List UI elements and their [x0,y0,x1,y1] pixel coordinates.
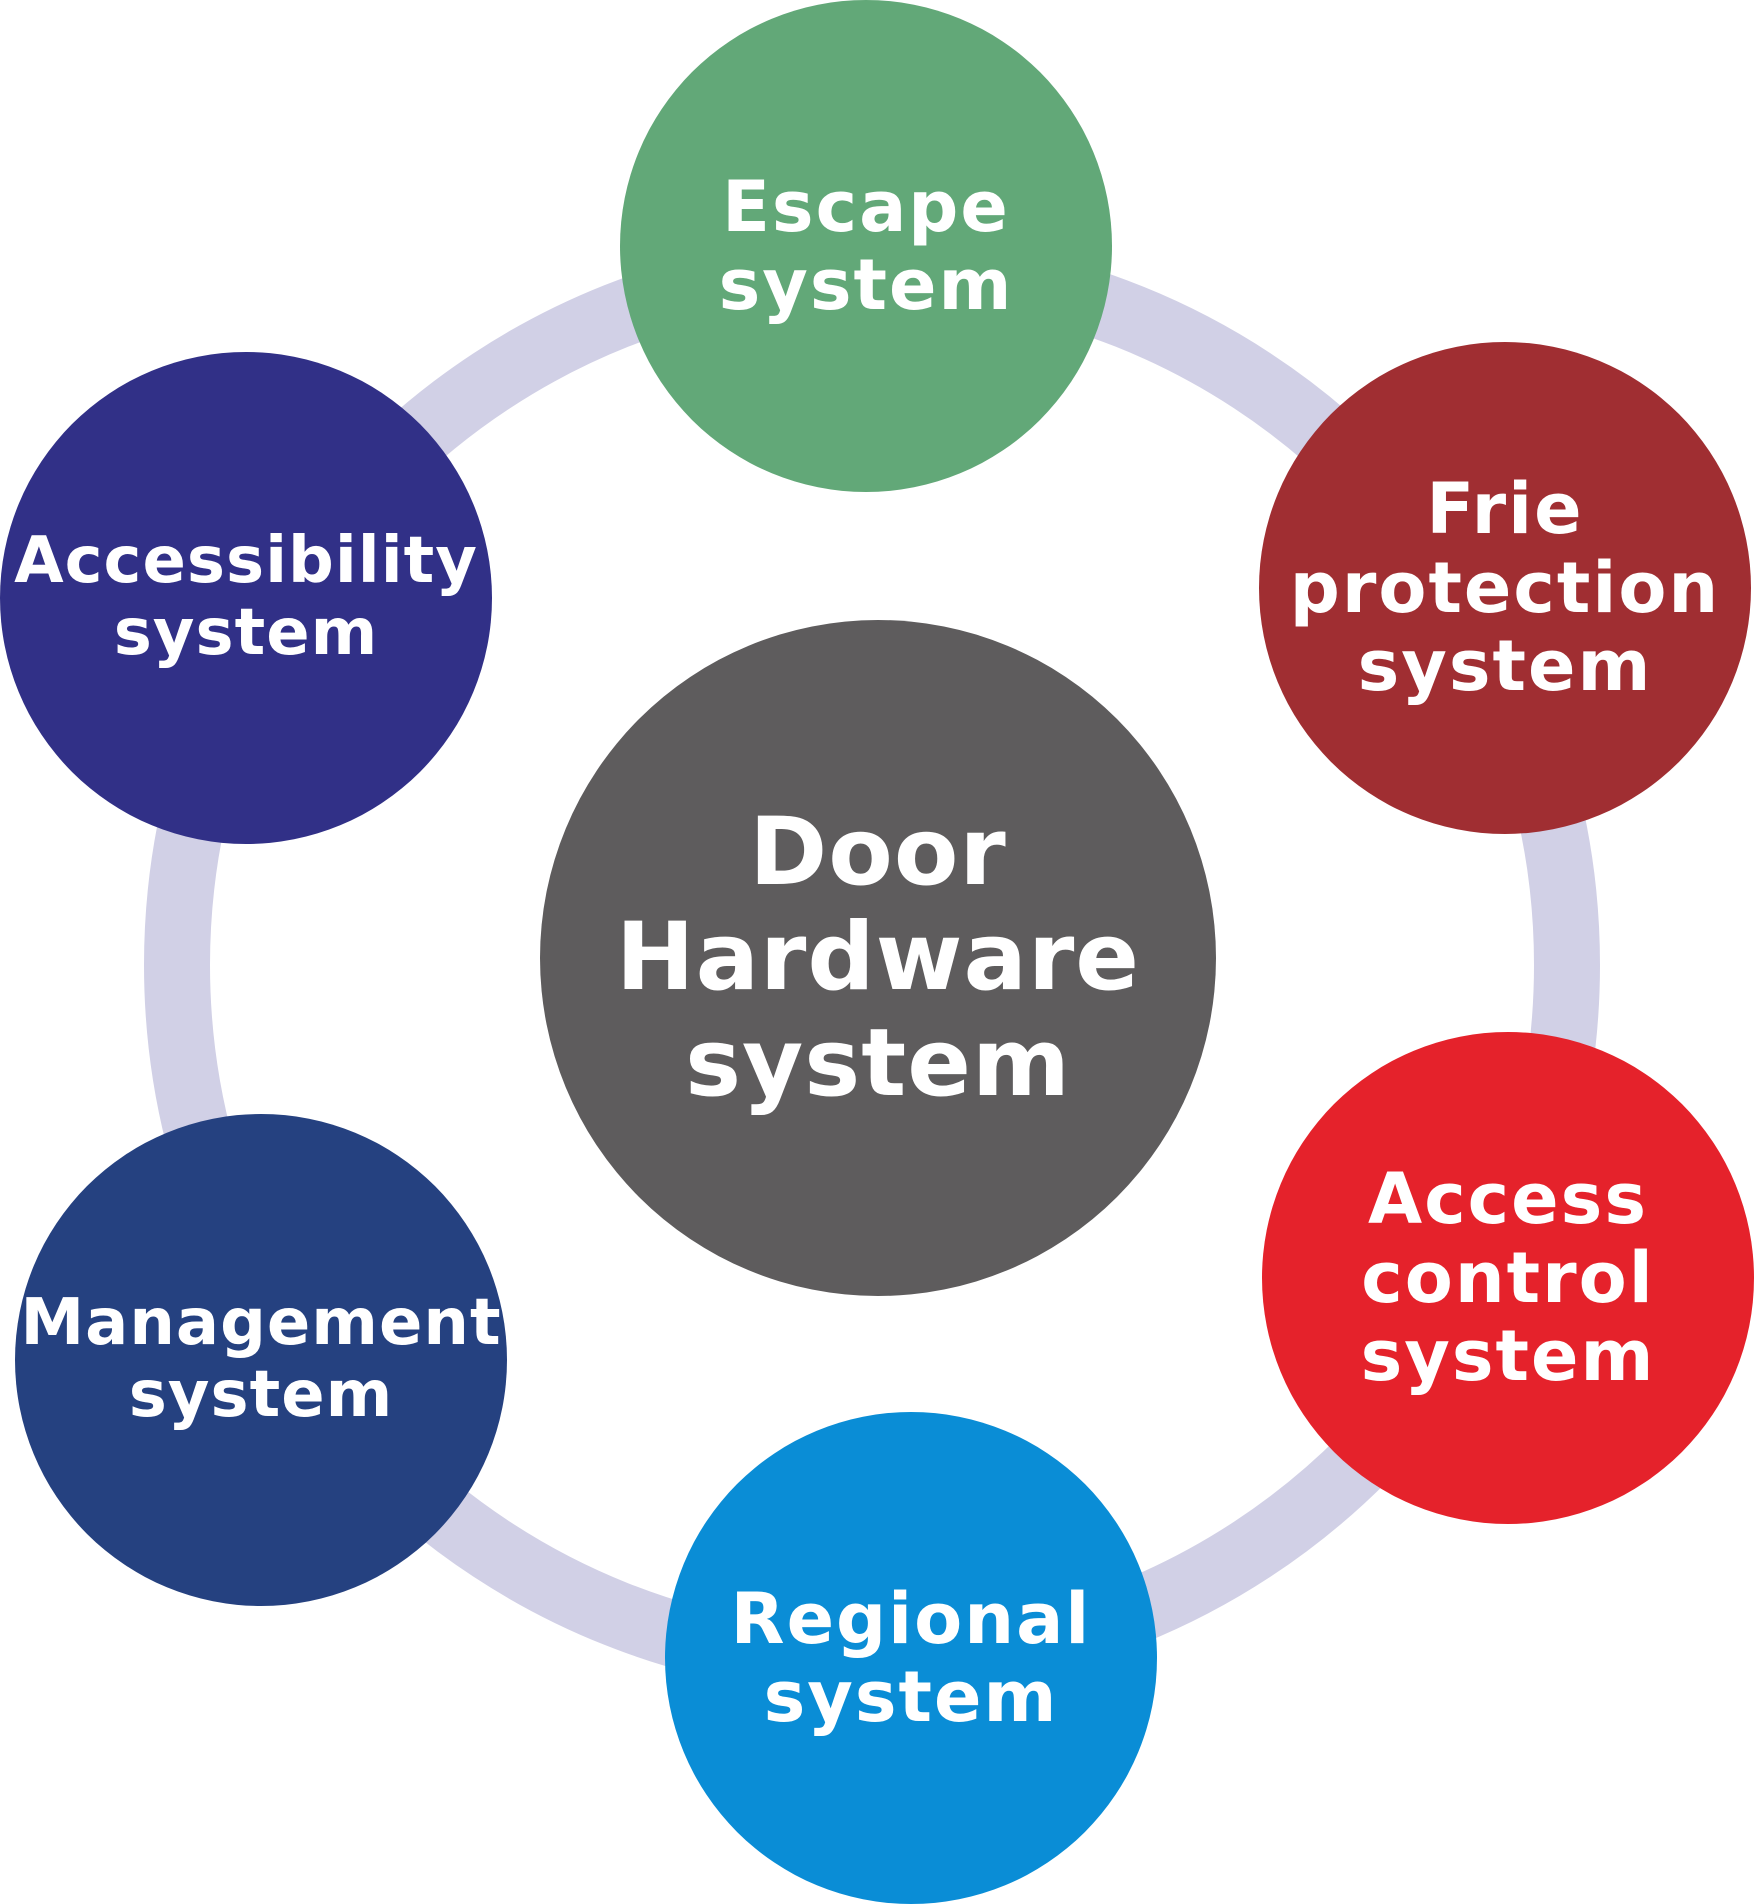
node-label-line: protection [1289,546,1721,629]
node-label: Access control system [1360,1158,1656,1398]
node-label-line: system [763,1656,1059,1738]
node-label-line: Frie [1426,468,1584,551]
node-fire-protection-system: Frie protection system [1259,342,1751,834]
center-label-line: Door [749,798,1007,908]
node-label: Regional system [730,1577,1092,1738]
node-label-line: control [1361,1236,1655,1319]
node-escape-system: Escape system [620,0,1112,492]
node-label: Accessibility system [14,526,478,669]
node-management-system: Management system [15,1114,507,1606]
center-label-line: system [685,1008,1071,1118]
node-label-line: Escape [722,165,1010,248]
node-label-line: system [718,244,1014,326]
node-label: Management system [20,1288,501,1431]
node-label-line: Accessibility [14,524,478,599]
node-label-line: Regional [730,1577,1092,1660]
node-label-line: Access [1368,1158,1648,1241]
node-regional-system: Regional system [665,1412,1157,1904]
node-label-line: Management [20,1286,502,1361]
node-label: Frie protection system [1289,468,1721,708]
node-access-control-system: Access control system [1262,1032,1754,1524]
node-label-line: system [1357,625,1653,708]
center-label-line: Hardware [615,903,1141,1013]
node-label-line: system [113,596,379,670]
node-label: Escape system [718,165,1014,326]
center-node-label: Door Hardware system [616,800,1140,1116]
node-label-line: system [1360,1315,1656,1398]
center-node-door-hardware-system: Door Hardware system [540,620,1216,1296]
node-label-line: system [128,1358,394,1432]
node-accessibility-system: Accessibility system [0,352,492,844]
